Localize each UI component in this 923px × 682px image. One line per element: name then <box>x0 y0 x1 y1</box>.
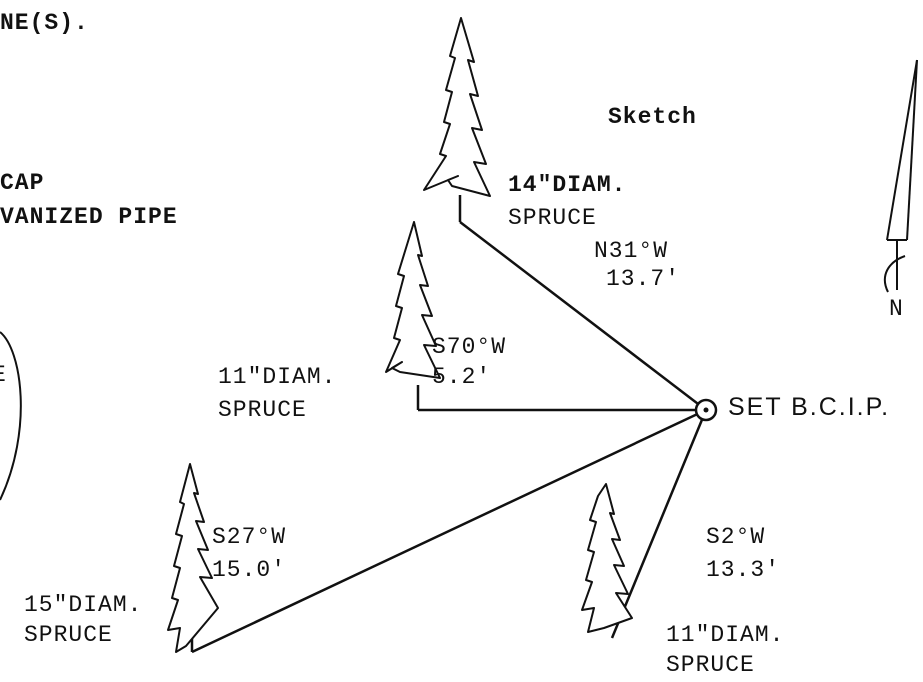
spruce-tree-icon-11in-south <box>581 483 633 633</box>
distance-label-13-7: 13.7' <box>606 266 681 292</box>
spruce-tree-icon-15in <box>167 463 219 653</box>
bearing-label-s27w: S27°W <box>212 524 287 550</box>
partial-circle-letter: E <box>0 362 7 388</box>
bearing-label-n31w: N31°W <box>594 238 669 264</box>
line-to-tree-s2w <box>610 409 708 639</box>
spruce-tree-icon-14in <box>423 17 491 197</box>
monument-marker <box>694 398 718 422</box>
tree-species-label-11in-south: SPRUCE <box>666 652 755 678</box>
north-arrow-icon <box>883 59 918 293</box>
monument-dot-icon <box>703 407 709 413</box>
partial-circle-arc <box>0 331 22 501</box>
distance-label-15-0: 15.0' <box>212 557 287 583</box>
north-label: N <box>889 296 904 322</box>
sketch-title: Sketch <box>608 104 697 130</box>
tree-size-label-14in: 14"DIAM. <box>508 172 627 198</box>
tree-icons <box>167 17 633 653</box>
bearing-lines <box>190 195 708 654</box>
bearing-label-s2w: S2°W <box>706 524 766 550</box>
distance-label-13-3: 13.3' <box>706 557 781 583</box>
line-to-tree-s27w <box>191 408 707 654</box>
distance-label-5-2: 5.2' <box>432 364 492 390</box>
tree-species-label-15in: SPRUCE <box>24 622 113 648</box>
monument-label: SET B.C.I.P. <box>728 393 891 421</box>
header-partial-line-1: NE(S). <box>0 10 89 36</box>
tree-size-label-11in-south: 11"DIAM. <box>666 622 785 648</box>
header-partial-line-3: VANIZED PIPE <box>0 204 178 230</box>
tree-size-label-15in: 15"DIAM. <box>24 592 143 618</box>
tree-size-label-11in-west: 11"DIAM. <box>218 364 337 390</box>
bearing-label-s70w: S70°W <box>432 334 507 360</box>
line-to-tree-n31w <box>459 221 707 411</box>
spruce-tree-icon-11in-west <box>385 221 441 379</box>
tree-species-label-11in-west: SPRUCE <box>218 397 307 423</box>
header-partial-line-2: CAP <box>0 170 45 196</box>
tree-species-label-14in: SPRUCE <box>508 205 597 231</box>
